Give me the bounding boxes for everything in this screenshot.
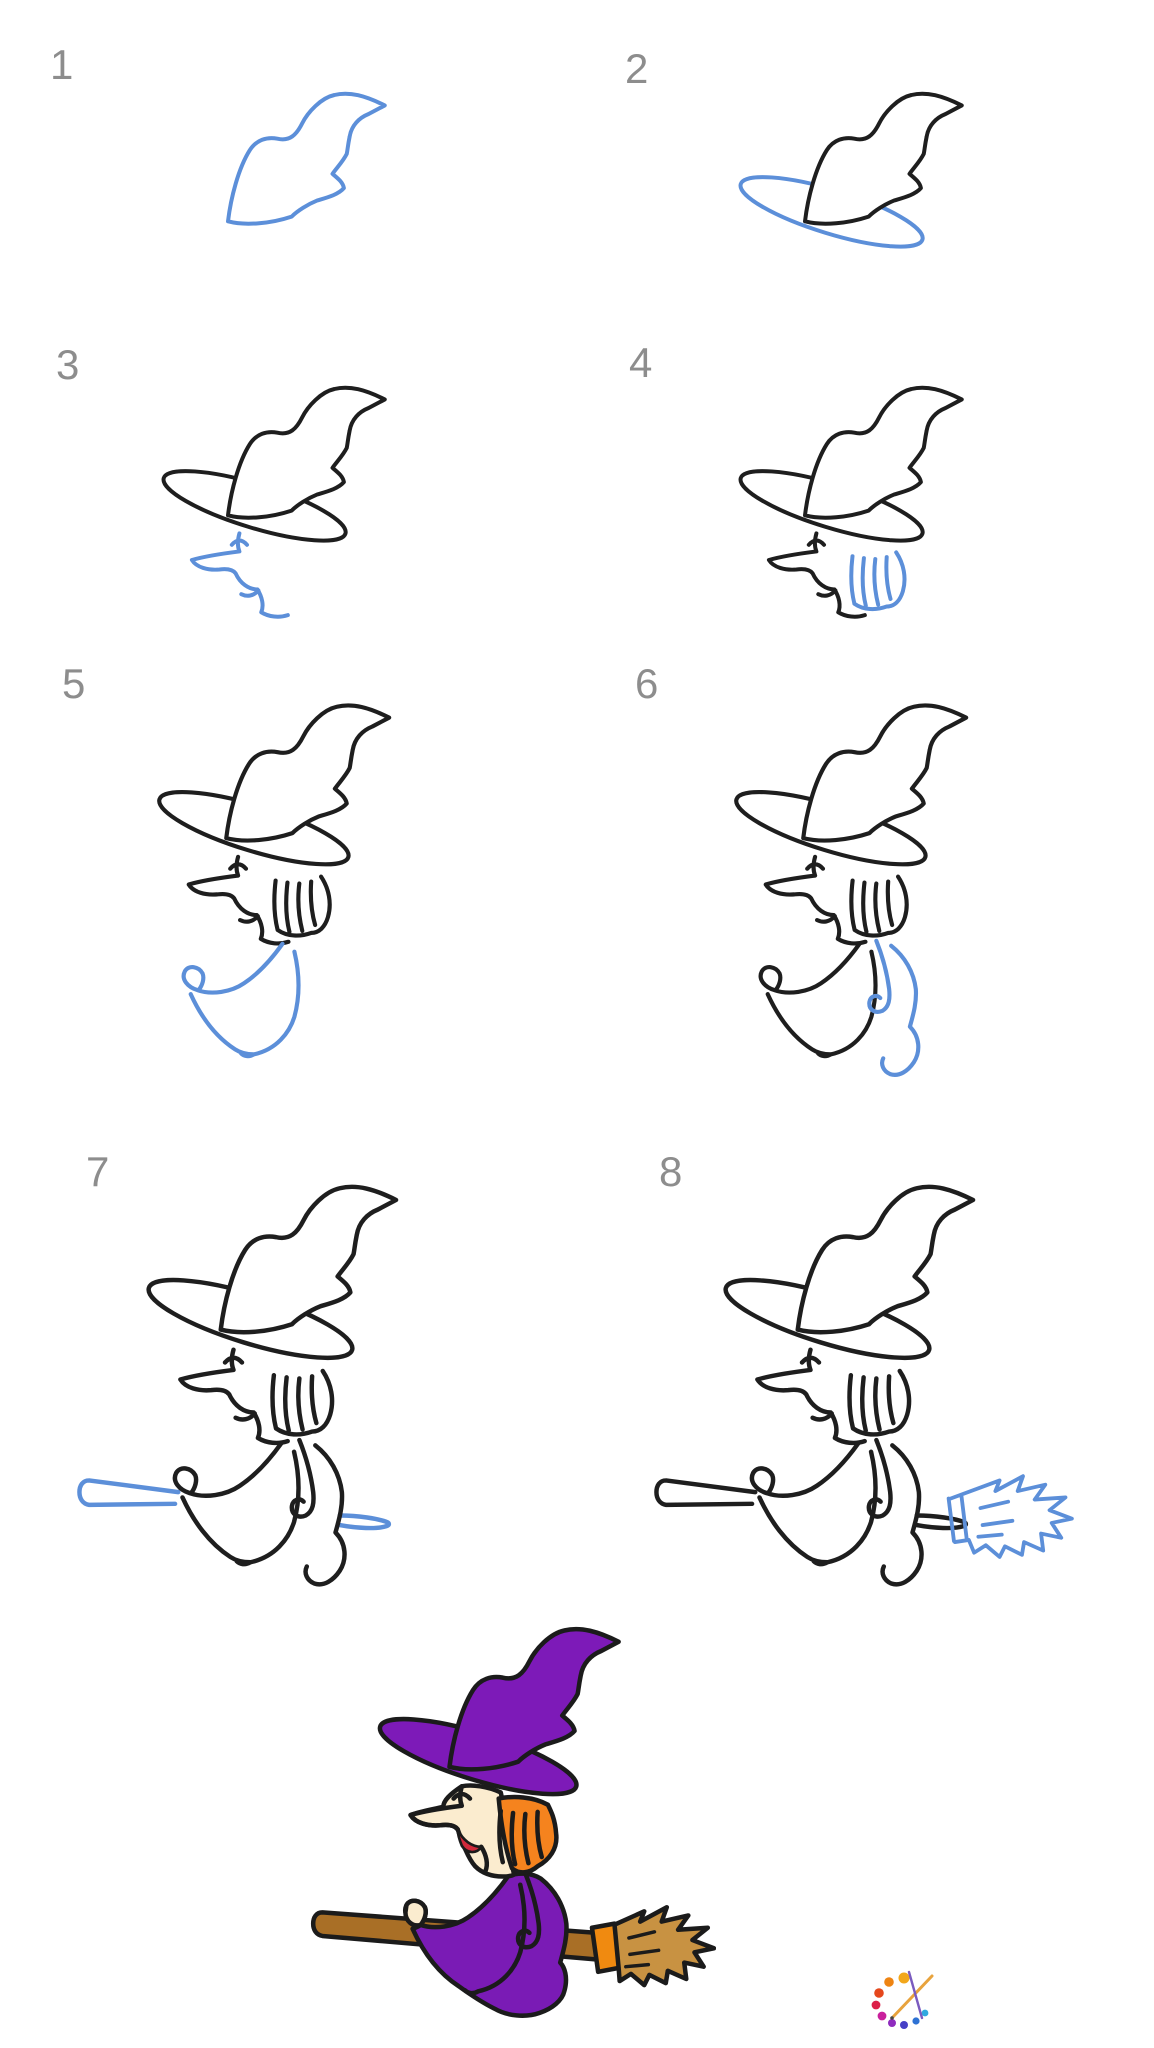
- body-front-base-stroke: [758, 941, 878, 1059]
- witch-colored-svg: [310, 1626, 716, 2018]
- hair-base-stroke: [270, 1368, 335, 1437]
- step-5-number: 5: [62, 660, 86, 707]
- pencil-stroke: [890, 1974, 934, 2020]
- step-8-drawing: [649, 1167, 1074, 1592]
- step-8-cell: 8: [577, 1145, 1154, 1600]
- tutorial-row-1: 1 2: [0, 0, 1154, 300]
- hat-crown-base-stroke: [226, 385, 387, 520]
- hair-base-stroke: [847, 1368, 912, 1437]
- palette-dot: [888, 2019, 896, 2027]
- broom-bristles-new-stroke: [946, 1474, 1074, 1559]
- arm-back-new-stroke: [867, 938, 921, 1077]
- body-front-base-stroke: [749, 1441, 878, 1567]
- step-3-cell: 3: [0, 300, 577, 645]
- palette-dot: [877, 2011, 887, 2021]
- bristle-dashes: [624, 1930, 661, 1969]
- hat-crown-new-stroke: [226, 91, 387, 226]
- step-6-drawing: [665, 687, 1060, 1082]
- palette-dot: [900, 2021, 908, 2029]
- fist-fill: [403, 1898, 428, 1928]
- step-7-drawing: [72, 1167, 497, 1592]
- palette-dot: [874, 1988, 884, 1998]
- dress-fold-lines: [462, 1871, 542, 1996]
- step-3-drawing: [95, 370, 475, 750]
- pencil-tip: [890, 2016, 894, 2020]
- step-8-number: 8: [659, 1148, 683, 1195]
- hair-strand-lines: [497, 1808, 545, 1867]
- arm-back-base-stroke: [866, 1437, 924, 1587]
- witch-sketch-svg: [157, 703, 392, 1059]
- brush-stroke: [907, 1970, 924, 2020]
- hat-crown-base-stroke: [218, 1184, 399, 1335]
- palette-logo-icon: [871, 1970, 934, 2029]
- palette-dot: [871, 2000, 881, 2010]
- broom-bristles-fill: [612, 1904, 716, 1988]
- witch-sketch-svg: [738, 385, 964, 619]
- step-4-number: 4: [629, 339, 653, 386]
- broom-handle-base-stroke: [654, 1478, 969, 1531]
- hat-crown-base-stroke: [801, 703, 969, 843]
- step-6-cell: 6: [577, 645, 1154, 1145]
- face-base-stroke: [763, 854, 868, 946]
- palette-dot: [912, 2017, 920, 2025]
- hat-crown-base-stroke: [803, 385, 964, 520]
- face-base-stroke: [766, 531, 867, 619]
- arm-back-base-stroke: [289, 1437, 347, 1587]
- mouth-fill: [456, 1828, 483, 1854]
- tutorial-row-3: 5 6: [0, 645, 1154, 1145]
- brand-logo: [866, 1968, 942, 2039]
- step-3-number: 3: [56, 341, 80, 388]
- palette-dot: [884, 1977, 894, 1987]
- body-front-new-stroke: [181, 941, 301, 1059]
- face-detail-lines: [408, 1784, 490, 1874]
- step-2-cell: 2: [577, 0, 1154, 300]
- palette-dot: [921, 2009, 929, 2017]
- step-4-drawing: [672, 370, 1052, 750]
- step-7-number: 7: [86, 1148, 110, 1195]
- step-1-number: 1: [50, 41, 74, 88]
- body-front-base-stroke: [172, 1441, 301, 1567]
- witch-sketch-svg: [734, 703, 969, 1077]
- witch-sketch-svg: [77, 1184, 399, 1587]
- face-base-stroke: [178, 1347, 290, 1446]
- hat-crown-fill: [447, 1626, 621, 1772]
- step-2-number: 2: [625, 45, 649, 92]
- hair-new-stroke: [849, 550, 907, 612]
- hat-crown-base-stroke: [803, 91, 964, 226]
- final-illustration: [306, 1610, 716, 2020]
- dress-fill: [403, 1871, 569, 2018]
- step-5-cell: 5: [0, 645, 577, 1145]
- final-row: [0, 1600, 1154, 2048]
- tutorial-row-4: 7 8: [0, 1145, 1154, 1600]
- step-4-cell: 4: [577, 300, 1154, 645]
- step-7-cell: 7: [0, 1145, 577, 1600]
- face-base-stroke: [755, 1347, 867, 1446]
- witch-sketch-svg: [738, 91, 964, 249]
- palette-dot: [898, 1972, 910, 1984]
- hair-base-stroke: [849, 874, 909, 938]
- step-1-cell: 1: [0, 0, 577, 300]
- face-base-stroke: [186, 854, 291, 946]
- broom-handle-new-stroke: [77, 1478, 392, 1531]
- witch-sketch-svg: [161, 385, 387, 619]
- step-2-drawing: [672, 76, 1052, 456]
- step-1-drawing: [95, 76, 475, 456]
- hair-base-stroke: [272, 874, 332, 938]
- witch-sketch-svg: [226, 91, 387, 226]
- step-6-number: 6: [635, 660, 659, 707]
- hat-crown-base-stroke: [224, 703, 392, 843]
- hat-crown-base-stroke: [795, 1184, 976, 1335]
- face-new-stroke: [189, 531, 290, 619]
- witch-sketch-svg: [654, 1184, 1074, 1587]
- step-5-drawing: [88, 687, 483, 1082]
- tutorial-row-2: 3 4: [0, 300, 1154, 645]
